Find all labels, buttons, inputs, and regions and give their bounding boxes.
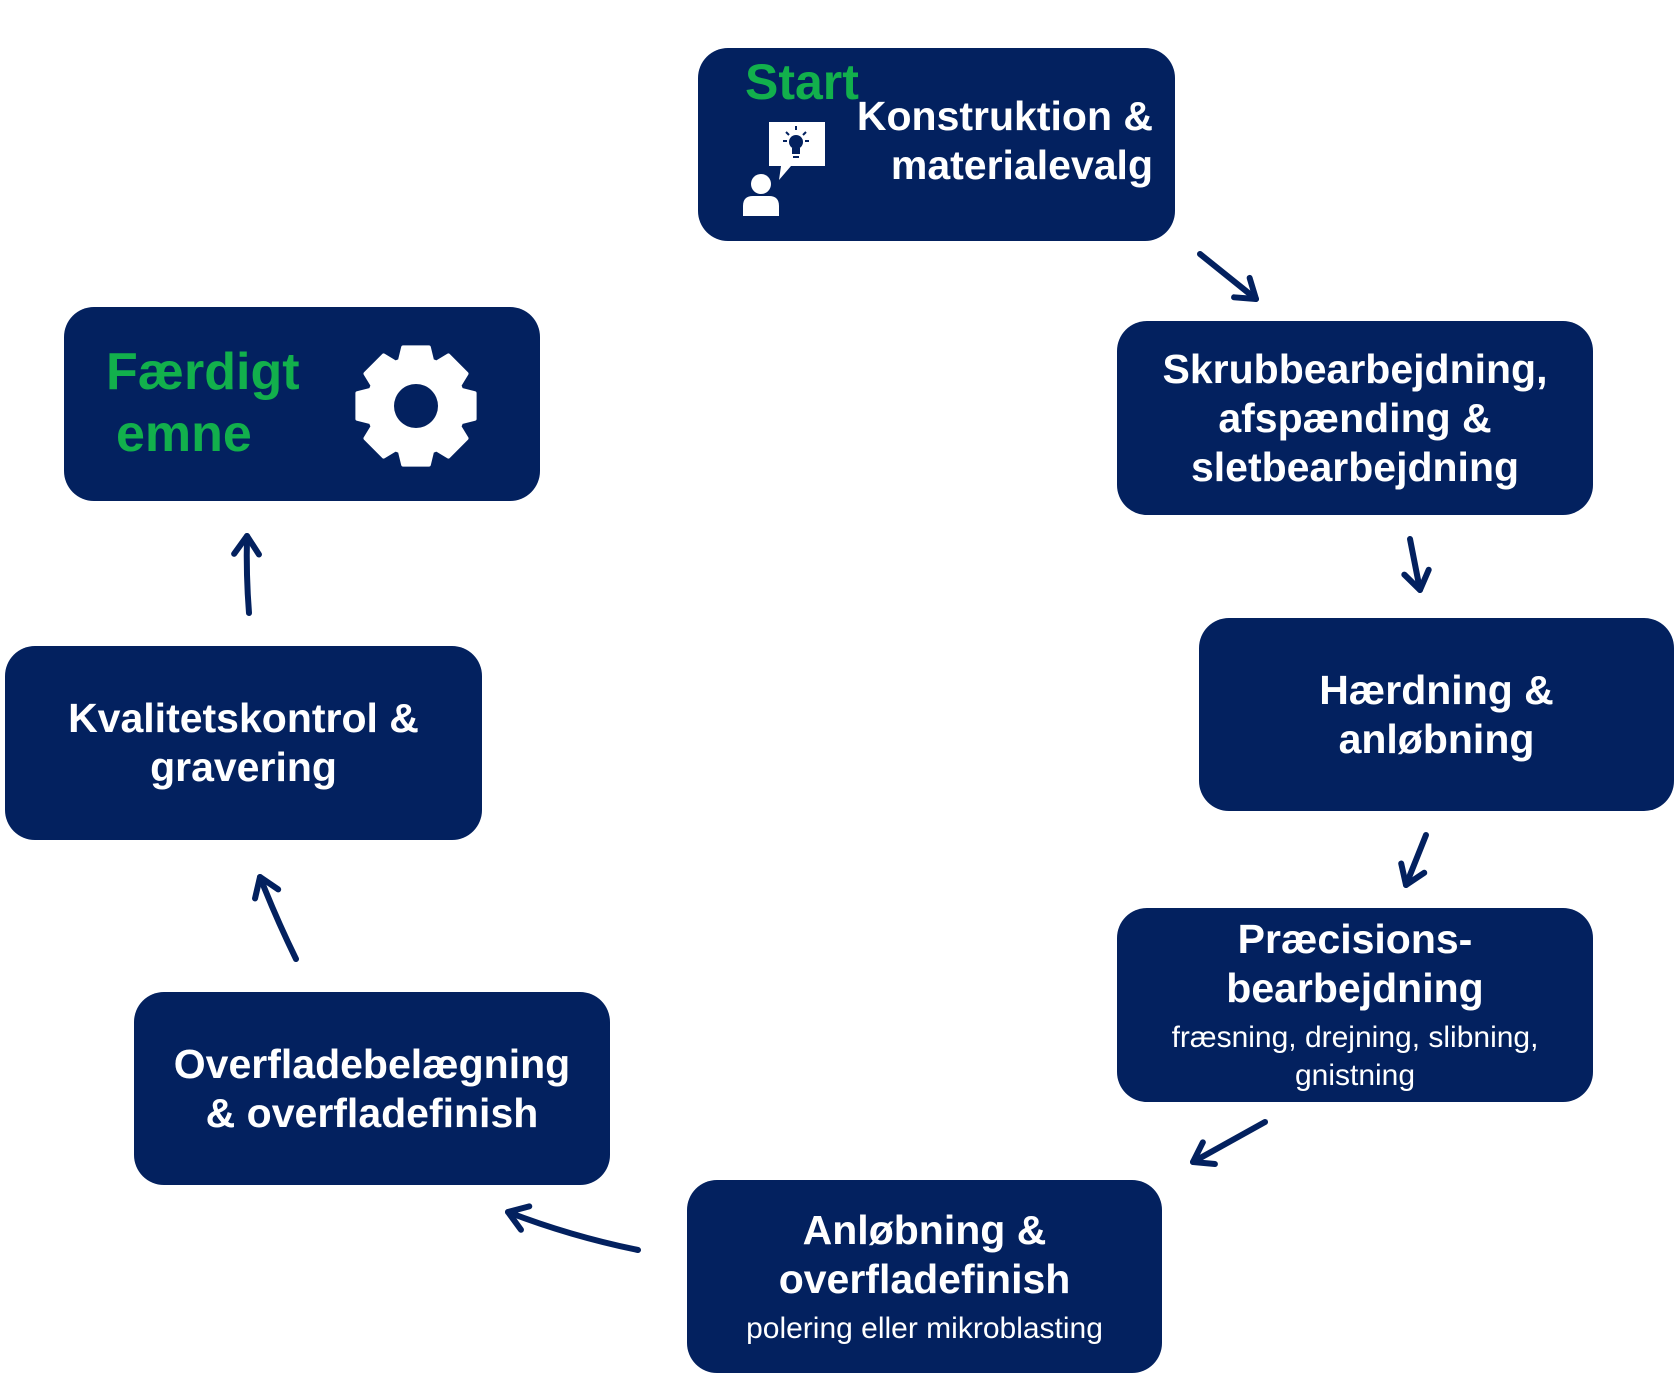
end-label-line: Færdigt [106,343,300,401]
arrowhead-icon [1190,1139,1218,1168]
step-subtitle-line: polering eller mikroblasting [746,1311,1103,1345]
start-label: Start [745,54,859,110]
step-title-line: Overfladebelægning [173,1040,571,1087]
arrowhead-icon [1401,566,1432,593]
arrow-haerdning-to-praecision [1398,832,1429,888]
step-title-line: Kvalitetskontrol & [68,695,419,741]
step-title-line: Præcisions- [1237,916,1473,962]
arrow-anlobning-to-overflade [505,1203,641,1253]
step-title-line: Anløbning & [802,1206,1047,1253]
step-title-line: Hærdning & [1319,666,1554,713]
step-haerdning: Hærdning & anløbning [1199,618,1674,811]
arrowhead-icon [252,874,282,902]
step-title-line: overfladefinish [778,1255,1071,1302]
step-title-line: gravering [150,744,337,790]
step-title-line: Skrubbearbejdning, [1162,345,1548,392]
arrowhead-icon [1231,274,1259,302]
step-title-line: bearbejdning [1226,965,1484,1011]
arrow-praecision-to-anlobning [1190,1119,1268,1168]
step-faerdigt: Færdigt emne [64,307,540,501]
person-idea-icon [743,122,825,216]
step-title-line: Konstruktion & [856,93,1153,139]
arrow-konstruktion-to-skrub [1197,251,1259,302]
arrow-kvalitet-to-faerdigt [231,533,262,616]
gear-icon [355,345,477,467]
step-praecision: Præcisions- bearbejdning fræsning, drejn… [1117,908,1593,1102]
arrow-overflade-to-kvalitet [252,874,299,962]
step-subtitle-line: gnistning [1294,1059,1416,1092]
arrowhead-icon [231,533,262,558]
step-kvalitet: Kvalitetskontrol & gravering [5,646,482,840]
arrowhead-icon [505,1203,533,1233]
step-anlobning: Anløbning & overfladefinish polering ell… [687,1180,1162,1373]
step-konstruktion: Start Konstruktion & materialevalg [698,48,1175,241]
step-title-line: sletbearbejdning [1190,443,1520,490]
step-title-line: anløbning [1338,715,1535,762]
step-overflade: Overfladebelægning & overfladefinish [134,992,610,1185]
step-title-line: & overfladefinish [205,1089,539,1136]
step-title-line: afspænding & [1218,394,1492,441]
step-title-line: materialevalg [890,142,1153,188]
arrow-skrub-to-haerdning [1401,536,1432,593]
step-skrub: Skrubbearbejdning, afspænding & sletbear… [1117,321,1593,515]
step-subtitle-line: fræsning, drejning, slibning, [1171,1021,1539,1054]
end-label-line: emne [116,405,252,463]
arrowhead-icon [1398,860,1428,888]
